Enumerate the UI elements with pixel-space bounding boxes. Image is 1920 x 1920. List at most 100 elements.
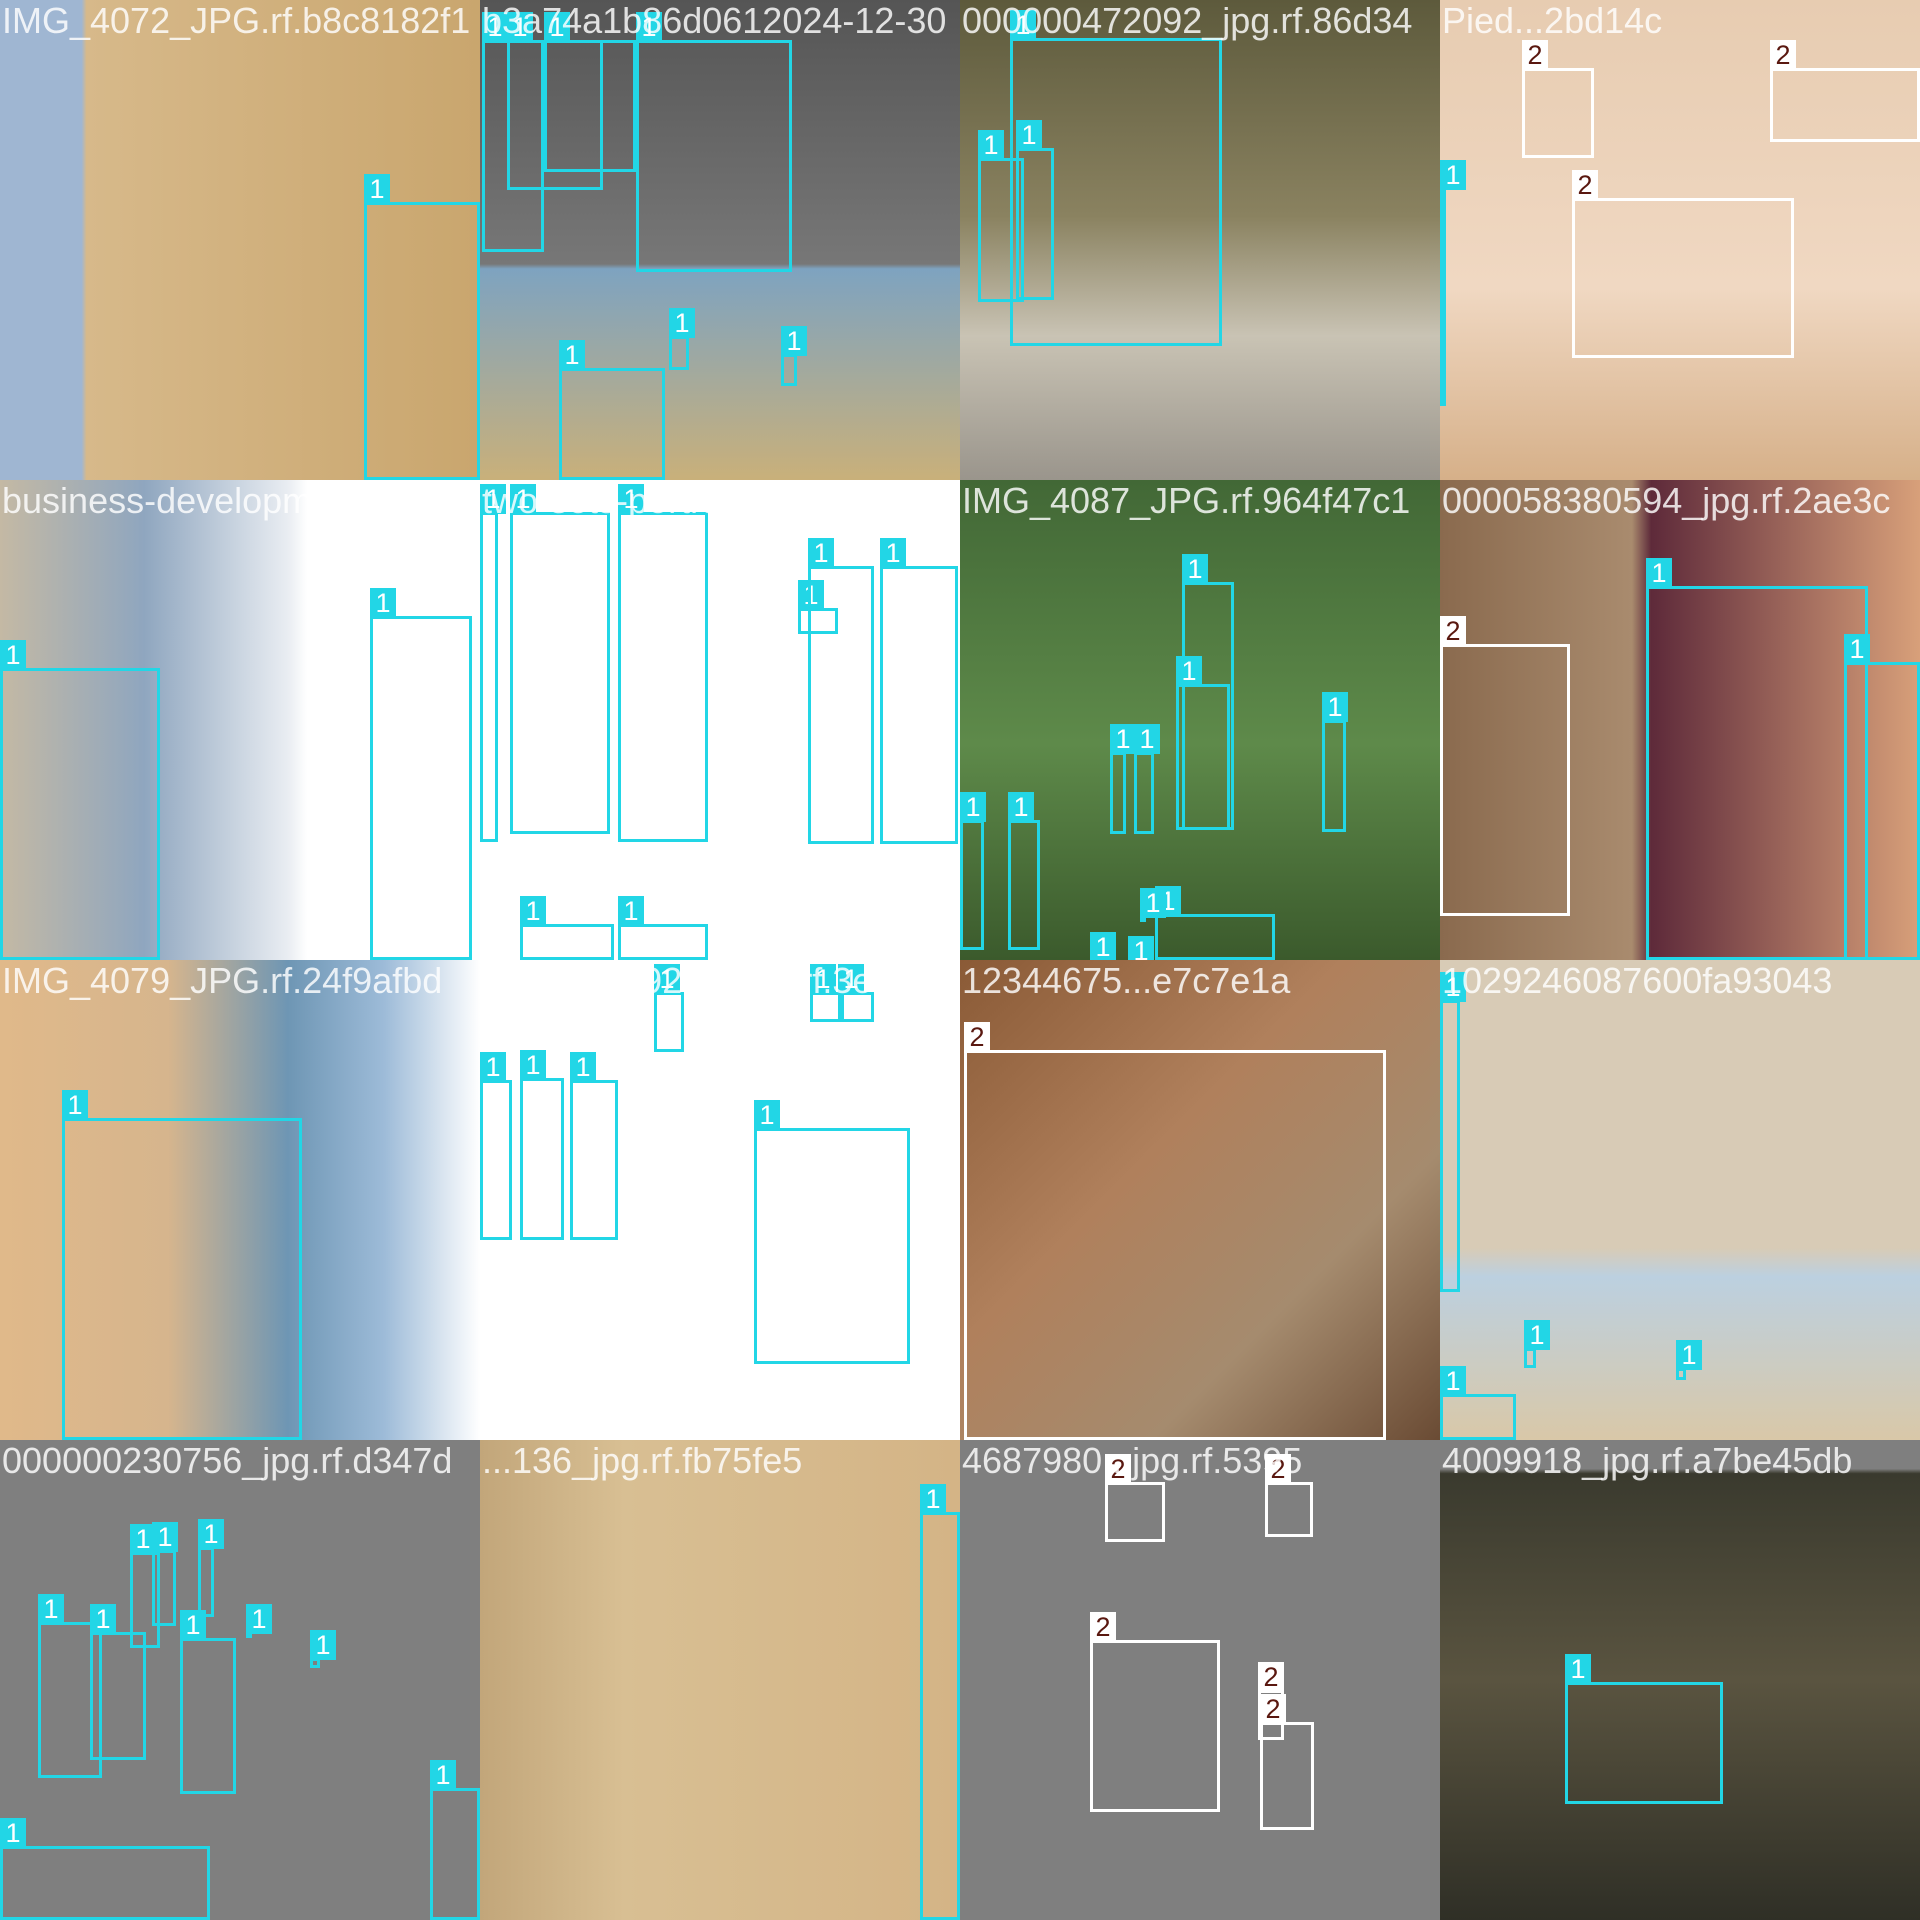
class-label-tag: 1 bbox=[510, 484, 536, 514]
bounding-box-class-1: 1 bbox=[130, 1524, 160, 1648]
class-label-tag: 1 bbox=[570, 1052, 596, 1082]
bounding-box-class-1: 1 bbox=[152, 1522, 178, 1626]
tile-filename: 000058380594_jpg.rf.2ae3c bbox=[1442, 480, 1891, 521]
bounding-box-class-1: 1 bbox=[669, 308, 695, 370]
class-label-tag: 1 bbox=[1565, 1654, 1591, 1684]
bounding-box-class-1: 1 bbox=[1676, 1340, 1702, 1380]
bounding-box-class-1: 1 bbox=[1140, 888, 1166, 922]
class-label-tag: 1 bbox=[1140, 888, 1166, 918]
tile-photo bbox=[960, 1440, 1440, 1920]
bounding-box-class-1: 1 bbox=[1008, 792, 1040, 950]
tile-filename: b3a74a1b86d0612024-12-30 bbox=[482, 0, 947, 41]
bounding-box-class-1: 1 bbox=[618, 896, 708, 960]
class-label-tag: 1 bbox=[1524, 1320, 1550, 1350]
class-label-tag: 2 bbox=[1258, 1662, 1284, 1692]
bounding-box-class-1: 1 bbox=[1844, 634, 1920, 960]
class-label-tag: 1 bbox=[808, 538, 834, 568]
bounding-box-class-1: 1 bbox=[480, 484, 506, 842]
tile-filename: two-sets-portraits-group-image bbox=[482, 480, 960, 521]
bounding-box-class-1: 1 bbox=[570, 1052, 618, 1240]
bounding-box-class-1: 1 bbox=[1440, 1366, 1516, 1440]
bounding-box-class-1: 1 bbox=[1322, 692, 1348, 832]
bounding-box-class-1: 1 bbox=[364, 174, 480, 480]
bounding-box-class-2: 2 bbox=[1105, 1454, 1165, 1542]
class-label-tag: 2 bbox=[1265, 1454, 1291, 1484]
bounding-box-class-1: 1 bbox=[510, 484, 610, 834]
tile-filename: Pied...2bd14c bbox=[1442, 0, 1663, 41]
tile-photo bbox=[0, 480, 480, 960]
class-label-tag: 1 bbox=[559, 340, 585, 370]
class-label-tag: 1 bbox=[1182, 554, 1208, 584]
bounding-box-class-2: 2 bbox=[1572, 170, 1794, 358]
bounding-box-class-1: 1 bbox=[1440, 972, 1466, 1292]
class-label-tag: 1 bbox=[880, 538, 906, 568]
class-label-tag: 1 bbox=[1016, 120, 1042, 150]
class-label-tag: 1 bbox=[62, 1090, 88, 1120]
tile-filename: 000000230756_jpg.rf.d347d bbox=[2, 1440, 453, 1481]
tile-photo bbox=[1440, 0, 1920, 480]
bounding-box-class-1: 1 bbox=[636, 12, 792, 272]
class-label-tag: 1 bbox=[480, 484, 506, 514]
bounding-box-class-1: 1 bbox=[1010, 10, 1222, 346]
class-label-tag: 1 bbox=[618, 896, 644, 926]
class-label-tag: 1 bbox=[482, 12, 508, 42]
tile-filename: 000000069213_jpg.rf.3eca8 bbox=[482, 960, 931, 1001]
bounding-box-class-1: 1 bbox=[1016, 120, 1054, 300]
tile-photo bbox=[0, 1440, 480, 1920]
class-label-tag: 1 bbox=[246, 1604, 272, 1634]
tile-filename: ...136_jpg.rf.fb75fe5 bbox=[482, 1440, 803, 1481]
class-label-tag: 1 bbox=[920, 1484, 946, 1514]
class-label-tag: 1 bbox=[618, 484, 644, 514]
bounding-box-class-1: 1 bbox=[480, 1052, 512, 1240]
class-label-tag: 1 bbox=[1322, 692, 1348, 722]
bounding-box-class-1: 1 bbox=[544, 12, 636, 172]
tile-filename: IMG_4079_JPG.rf.24f9afbd bbox=[2, 960, 443, 1001]
class-label-tag: 1 bbox=[654, 964, 680, 994]
class-label-tag: 1 bbox=[364, 174, 390, 204]
class-label-tag: 1 bbox=[480, 1052, 506, 1082]
bounding-box-class-1: 1 bbox=[520, 1050, 564, 1240]
mosaic-tile-r1c3: 000058380594_jpg.rf.2ae3c2112 bbox=[1440, 480, 1920, 960]
bounding-box-class-1: 1 bbox=[781, 326, 807, 386]
bounding-box-class-1: 1 bbox=[798, 580, 838, 634]
bounding-box-class-2: 2 bbox=[1260, 1694, 1314, 1830]
class-label-tag: 1 bbox=[1110, 724, 1136, 754]
class-label-tag: 1 bbox=[544, 12, 570, 42]
class-label-tag: 2 bbox=[1522, 40, 1548, 70]
bounding-box-class-1: 1 bbox=[880, 538, 958, 844]
class-label-tag: 1 bbox=[1090, 932, 1116, 960]
class-label-tag: 1 bbox=[636, 12, 662, 42]
bounding-box-class-2: 2 bbox=[1440, 616, 1570, 916]
bounding-box-class-1: 1 bbox=[310, 1630, 336, 1668]
class-label-tag: 1 bbox=[978, 130, 1004, 160]
bounding-box-class-1: 1 bbox=[0, 1818, 210, 1920]
bounding-box-class-1: 1 bbox=[1134, 724, 1160, 834]
bounding-box-class-1: 1 bbox=[198, 1519, 224, 1617]
class-label-tag: 2 bbox=[1105, 1454, 1131, 1484]
class-label-tag: 1 bbox=[1008, 792, 1034, 822]
bounding-box-class-2: 2 bbox=[964, 1022, 1386, 1440]
tile-filename: 1029246087600fa93043 bbox=[1442, 960, 1833, 1001]
bounding-box-class-1: 1 bbox=[1155, 886, 1275, 960]
tile-photo bbox=[1440, 480, 1920, 960]
bounding-box-class-2: 2 bbox=[1090, 1612, 1220, 1812]
class-label-tag: 2 bbox=[1090, 1612, 1116, 1642]
class-label-tag: 1 bbox=[810, 964, 836, 994]
bounding-box-class-1: 1 bbox=[0, 640, 160, 960]
class-label-tag: 1 bbox=[520, 896, 546, 926]
class-label-tag: 1 bbox=[0, 1818, 26, 1848]
bounding-box-class-1: 1 bbox=[654, 964, 684, 1052]
mosaic-tile-r3c1: ...136_jpg.rf.fb75fe5 1 bbox=[480, 1440, 960, 1920]
bounding-box-class-2: 2 bbox=[1265, 1454, 1313, 1537]
class-label-tag: 1 bbox=[38, 1594, 64, 1624]
bounding-box-class-1: 1 bbox=[808, 538, 874, 844]
class-label-tag: 1 bbox=[0, 640, 26, 670]
